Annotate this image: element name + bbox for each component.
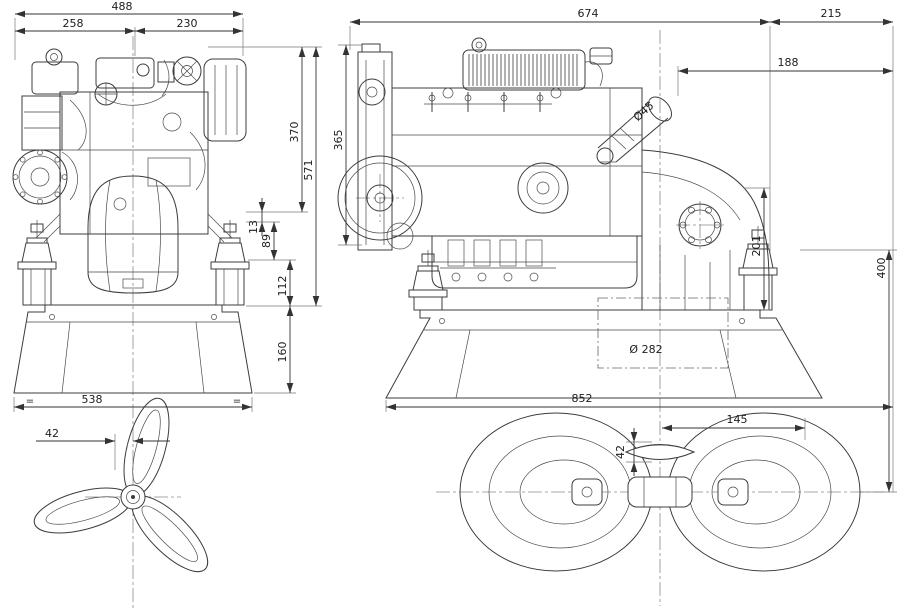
pulley-centerline (356, 174, 404, 222)
dim-674: 674 (578, 7, 599, 20)
dim-400: 400 (875, 258, 888, 279)
dim-42-hub: 42 (614, 445, 627, 459)
clearance-box (597, 297, 729, 369)
dim-112: 112 (276, 276, 289, 297)
dim-145: 145 (727, 413, 748, 426)
front-engine-drawing (12, 48, 253, 394)
dim-160: 160 (276, 342, 289, 363)
dim-571: 571 (302, 160, 315, 181)
dim-13: 13 (247, 220, 260, 234)
dim-488: 488 (112, 0, 133, 13)
dim-89: 89 (260, 234, 273, 248)
dim-215: 215 (821, 7, 842, 20)
dim-188: 188 (778, 56, 799, 69)
dim-282-diameter: Ø 282 (629, 343, 662, 356)
dim-370: 370 (288, 122, 301, 143)
dim-258: 258 (63, 17, 84, 30)
dim-201: 201 (750, 236, 763, 257)
dim-42-front: 42 (45, 427, 59, 440)
equals-right: = (233, 396, 241, 407)
equals-left: = (26, 396, 34, 407)
side-view-group: 674 215 188 365 Ø45 201 400 Ø 282 852 14… (332, 7, 897, 606)
dim-538: 538 (82, 393, 103, 406)
blade-section-lens (624, 444, 696, 460)
dim-852: 852 (572, 392, 593, 405)
side-engine-drawing (337, 37, 823, 399)
side-dimensions: 674 215 188 365 Ø45 201 400 Ø 282 852 14… (332, 7, 893, 492)
coupling-centerline (676, 201, 724, 249)
dim-365: 365 (332, 130, 345, 151)
dim-exhaust-diameter: Ø45 (631, 99, 657, 124)
front-view-group: 488 258 230 370 571 13 89 112 160 = 538 … (12, 0, 322, 608)
front-dimensions: 488 258 230 370 571 13 89 112 160 = 538 … (14, 0, 320, 445)
dim-230: 230 (177, 17, 198, 30)
front-propeller (33, 397, 209, 573)
